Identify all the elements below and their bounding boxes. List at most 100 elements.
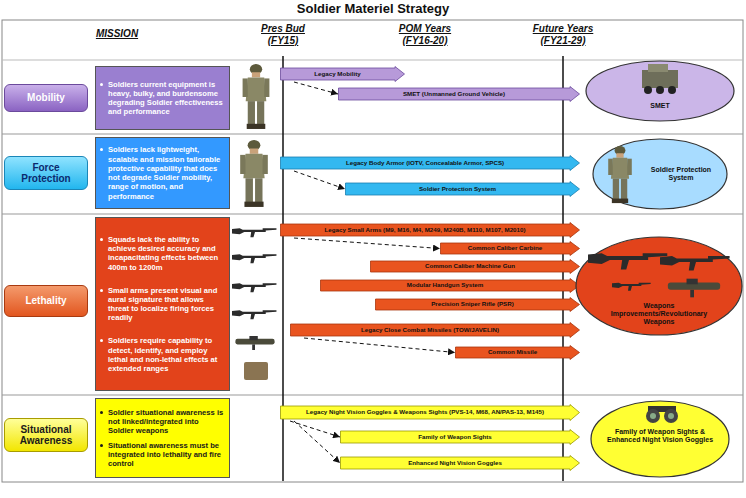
arrow-outline: [281, 405, 580, 421]
arrow-outline: [281, 156, 580, 171]
capability-ellipse: SMET: [585, 60, 735, 122]
node-text: Soldier situational awareness is not lin…: [108, 408, 225, 436]
weapon-photo: [244, 362, 268, 380]
text-area: Legacy Close Combat Missiles (TOW/JAVELI…: [290, 322, 570, 338]
transition-arrow: [290, 421, 340, 437]
text-area: Family of Weapon Sights: [340, 429, 570, 445]
arrow-outline: [339, 87, 580, 102]
timeline-arrow: Common Caliber Machine Gun: [370, 259, 580, 274]
node-text: Common Caliber Carbine: [468, 245, 542, 252]
column-header: POM Years (FY16-20): [388, 23, 462, 46]
timeline-arrow: Legacy Body Armor (IOTV, Concealable Arm…: [280, 155, 580, 171]
node-text: Legacy Small Arms (M9, M16, M4, M249, M2…: [325, 227, 526, 234]
row-separator: [2, 60, 743, 61]
bullet-dot: [100, 148, 103, 151]
row-separator: [2, 395, 743, 396]
soldier-photo: [240, 140, 268, 207]
transition-arrow: [294, 421, 340, 463]
node-text: SMET: [625, 102, 695, 110]
node-text: Legacy Close Combat Missiles (TOW/JAVELI…: [361, 327, 499, 334]
vehicle-photo: [642, 64, 678, 94]
node-text: Family of Weapon Sights: [418, 434, 491, 441]
node-text: Soldiers current equipment is heavy, bul…: [108, 80, 225, 117]
timeline-arrow: Modular Handgun System: [320, 278, 580, 293]
timeline-arrow: Common Missile: [455, 345, 580, 360]
timeline-arrow: Precision Sniper Rifle (PSR): [375, 297, 580, 312]
row-separator: [2, 134, 743, 135]
node-text: Modular Handgun System: [407, 282, 483, 289]
capability-ellipse: Soldier Protection System: [592, 138, 728, 210]
node-text: SMET (Unmanned Ground Vehicle): [403, 91, 505, 98]
node-text: Mobility: [27, 92, 65, 104]
bullet-dot: [100, 339, 103, 342]
mission-box: Soldiers lack lightweight, scalable and …: [95, 137, 230, 209]
bullet-dot: [100, 444, 103, 447]
text-area: SMET: [625, 102, 695, 110]
arrow-outline: [341, 456, 580, 471]
column-header: Future Years (FY21-29): [522, 23, 604, 46]
text-area: Soldier Protection System: [345, 181, 570, 197]
row-separator: [2, 214, 743, 215]
bullet-dot: [100, 83, 103, 86]
capability-ellipse: Family of Weapon Sights & Enhanced Night…: [590, 400, 730, 478]
weapon-photo: [235, 336, 274, 350]
node-text: Soldier Protection System: [644, 166, 718, 182]
arrow-outline: [376, 298, 580, 312]
text-area: Weapons Improvements/Revolutionary Weapo…: [597, 302, 721, 326]
mission-box: Soldiers current equipment is heavy, bul…: [95, 66, 230, 130]
text-area: Precision Sniper Rifle (PSR): [375, 297, 570, 312]
bullet-dot: [100, 238, 103, 241]
timeline-arrow: SMET (Unmanned Ground Vehicle): [338, 86, 580, 102]
text-area: Legacy Body Armor (IOTV, Concealable Arm…: [280, 155, 570, 171]
node-text: Soldiers require capability to detect, i…: [108, 336, 225, 373]
arrow-outline: [371, 260, 580, 274]
arrow-outline: [456, 346, 580, 360]
node-text: Situational awareness must be integrated…: [108, 441, 225, 469]
node-text: Small arms present visual and aural sign…: [108, 286, 225, 323]
node-text: Squads lack the ability to achieve desir…: [108, 235, 225, 272]
ellipse-shape: [585, 60, 735, 122]
node-text: Lethality: [25, 295, 66, 307]
node-text: Soldier Protection System: [419, 186, 496, 193]
ellipse-outline: [576, 237, 742, 335]
weapon-photo: [232, 254, 276, 263]
transition-arrow: [294, 238, 440, 249]
bullet-dot: [100, 289, 103, 292]
node-text: Force Protection: [7, 162, 85, 185]
ellipse-outline: [586, 61, 734, 121]
soldier-photo: [608, 146, 632, 203]
category-label: Lethality: [4, 285, 88, 317]
timeline-arrow: Legacy Close Combat Missiles (TOW/JAVELI…: [290, 322, 580, 338]
timeline-arrow: Legacy Night Vision Goggles & Weapons Si…: [280, 404, 580, 421]
weapon-photo: [668, 279, 720, 298]
text-area: Modular Handgun System: [320, 278, 570, 293]
text-area: Common Caliber Carbine: [440, 241, 570, 256]
arrow-outline: [291, 323, 580, 338]
column-header: MISSION: [82, 28, 152, 40]
text-area: Common Missile: [455, 345, 570, 360]
goggles-photo: [646, 406, 678, 423]
node-text: Enhanced Night Vision Goggles: [408, 460, 502, 467]
weapon-photo: [660, 256, 730, 270]
weapon-photo: [232, 228, 276, 237]
timeline-arrow: Common Caliber Carbine: [440, 241, 580, 256]
node-text: Situational Awareness: [7, 424, 85, 447]
node-text: Legacy Night Vision Goggles & Weapons Si…: [306, 409, 544, 416]
transition-arrow: [304, 338, 455, 353]
text-area: Common Caliber Machine Gun: [370, 259, 570, 274]
arrow-outline: [281, 67, 405, 82]
timeline-arrow: Enhanced Night Vision Goggles: [340, 455, 580, 471]
outer-frame: [2, 20, 743, 482]
arrow-outline: [341, 430, 580, 445]
node-text: Precision Sniper Rifle (PSR): [431, 301, 514, 308]
node-text: Common Missile: [488, 349, 537, 356]
text-area: Legacy Mobility: [280, 66, 395, 82]
node-text: Weapons Improvements/Revolutionary Weapo…: [597, 302, 721, 326]
text-area: Soldier Protection System: [644, 166, 718, 182]
ellipse-outline: [591, 401, 729, 477]
arrow-outline: [346, 182, 580, 197]
text-area: SMET (Unmanned Ground Vehicle): [338, 86, 570, 102]
category-label: Mobility: [4, 84, 88, 112]
category-label: Situational Awareness: [4, 418, 88, 452]
